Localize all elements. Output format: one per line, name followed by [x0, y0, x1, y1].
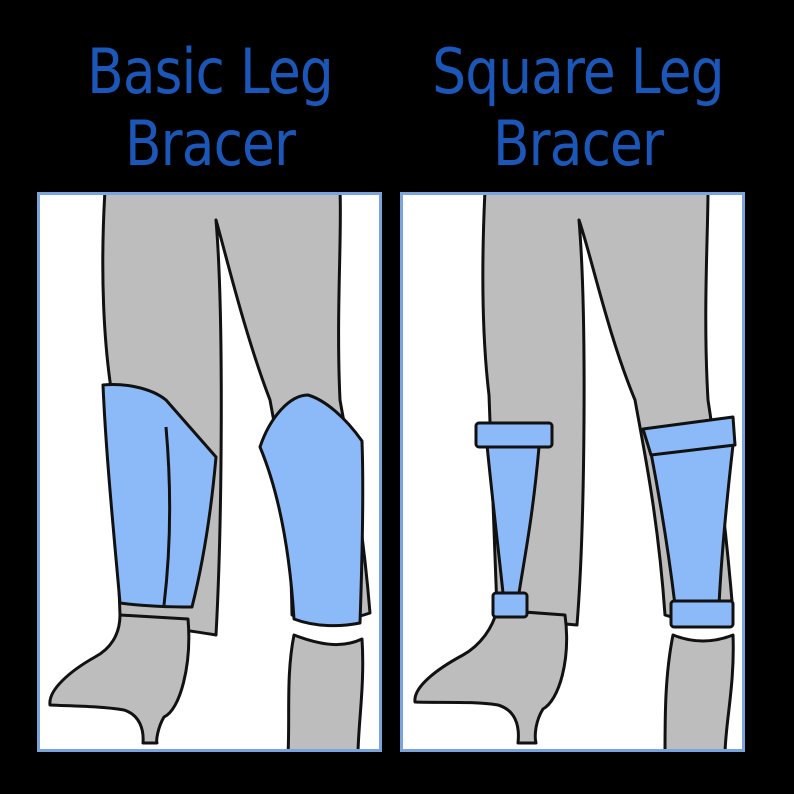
right-boot — [663, 633, 735, 749]
basic-title-line2: Bracer — [124, 107, 296, 180]
basic-bracer-illustration — [48, 195, 372, 749]
basic-title-line1: Basic Leg — [87, 35, 334, 108]
left-bracer-seam — [162, 426, 172, 606]
square-title-line2: Bracer — [492, 107, 664, 180]
right-bracer — [258, 393, 365, 628]
left-bracer — [101, 383, 218, 609]
basic-bracer-panel — [37, 192, 382, 752]
left-bracer-bottom-strap — [491, 591, 529, 619]
square-bracer-illustration — [413, 195, 737, 749]
right-bracer-top-strap — [641, 415, 737, 457]
right-bracer-group — [258, 393, 365, 628]
left-bracer-group — [101, 383, 218, 609]
square-title-line1: Square Leg — [432, 35, 724, 108]
left-bracer-top-strap — [474, 421, 554, 449]
right-bracer-bottom-strap — [669, 599, 735, 629]
right-square-bracer-group — [641, 415, 737, 629]
left-boot — [48, 613, 191, 745]
left-square-bracer-group — [474, 421, 554, 619]
left-boot — [413, 608, 569, 745]
right-boot — [286, 633, 365, 749]
basic-bracer-title: Basic Leg Bracer — [55, 36, 365, 180]
square-bracer-title: Square Leg Bracer — [423, 36, 733, 180]
square-bracer-panel — [400, 192, 745, 752]
